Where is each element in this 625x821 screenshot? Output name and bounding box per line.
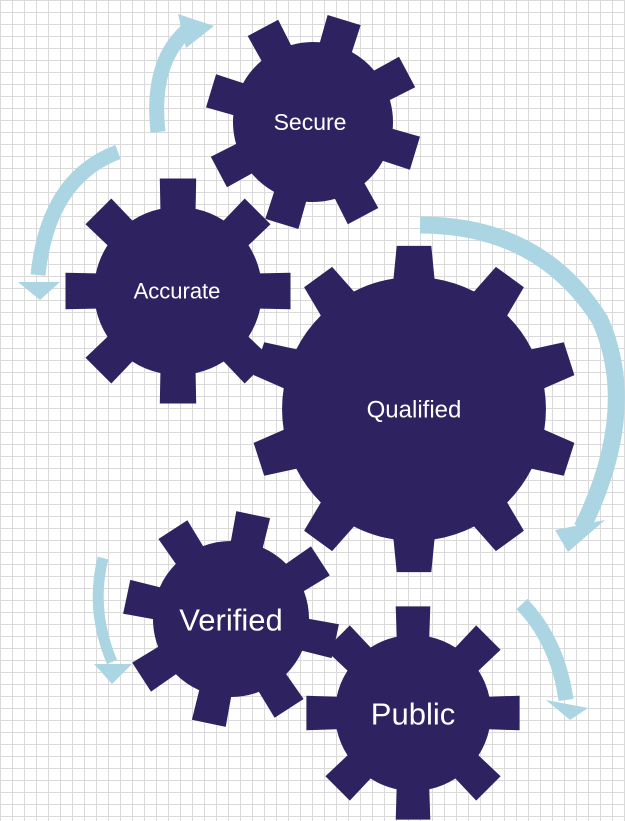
gear-verified-body bbox=[123, 511, 339, 727]
arrow-accurate-to-secure bbox=[149, 14, 214, 133]
gear-accurate-body bbox=[65, 178, 291, 404]
gears: Secure Accurate Qualified Verified Publi… bbox=[65, 15, 575, 820]
arrow-qualified-loop bbox=[419, 216, 625, 552]
arrow-verified-down bbox=[92, 556, 132, 684]
gear-secure-body bbox=[206, 15, 420, 229]
arrow-public-down bbox=[516, 598, 588, 720]
cycle-arrows bbox=[18, 14, 625, 720]
gear-label-verified: Verified bbox=[179, 603, 282, 638]
gear-public: Public bbox=[306, 606, 520, 820]
arrow-secure-to-accurate bbox=[18, 144, 121, 300]
gear-label-accurate: Accurate bbox=[134, 279, 221, 304]
gear-public-body bbox=[306, 606, 520, 820]
gear-accurate: Accurate bbox=[65, 178, 291, 404]
gear-label-qualified: Qualified bbox=[367, 397, 462, 424]
gear-verified: Verified bbox=[123, 511, 339, 727]
gear-qualified: Qualified bbox=[253, 245, 575, 573]
gear-label-secure: Secure bbox=[274, 109, 347, 135]
gear-label-public: Public bbox=[371, 697, 455, 732]
gear-secure: Secure bbox=[206, 15, 420, 229]
gear-qualified-body bbox=[253, 245, 575, 573]
